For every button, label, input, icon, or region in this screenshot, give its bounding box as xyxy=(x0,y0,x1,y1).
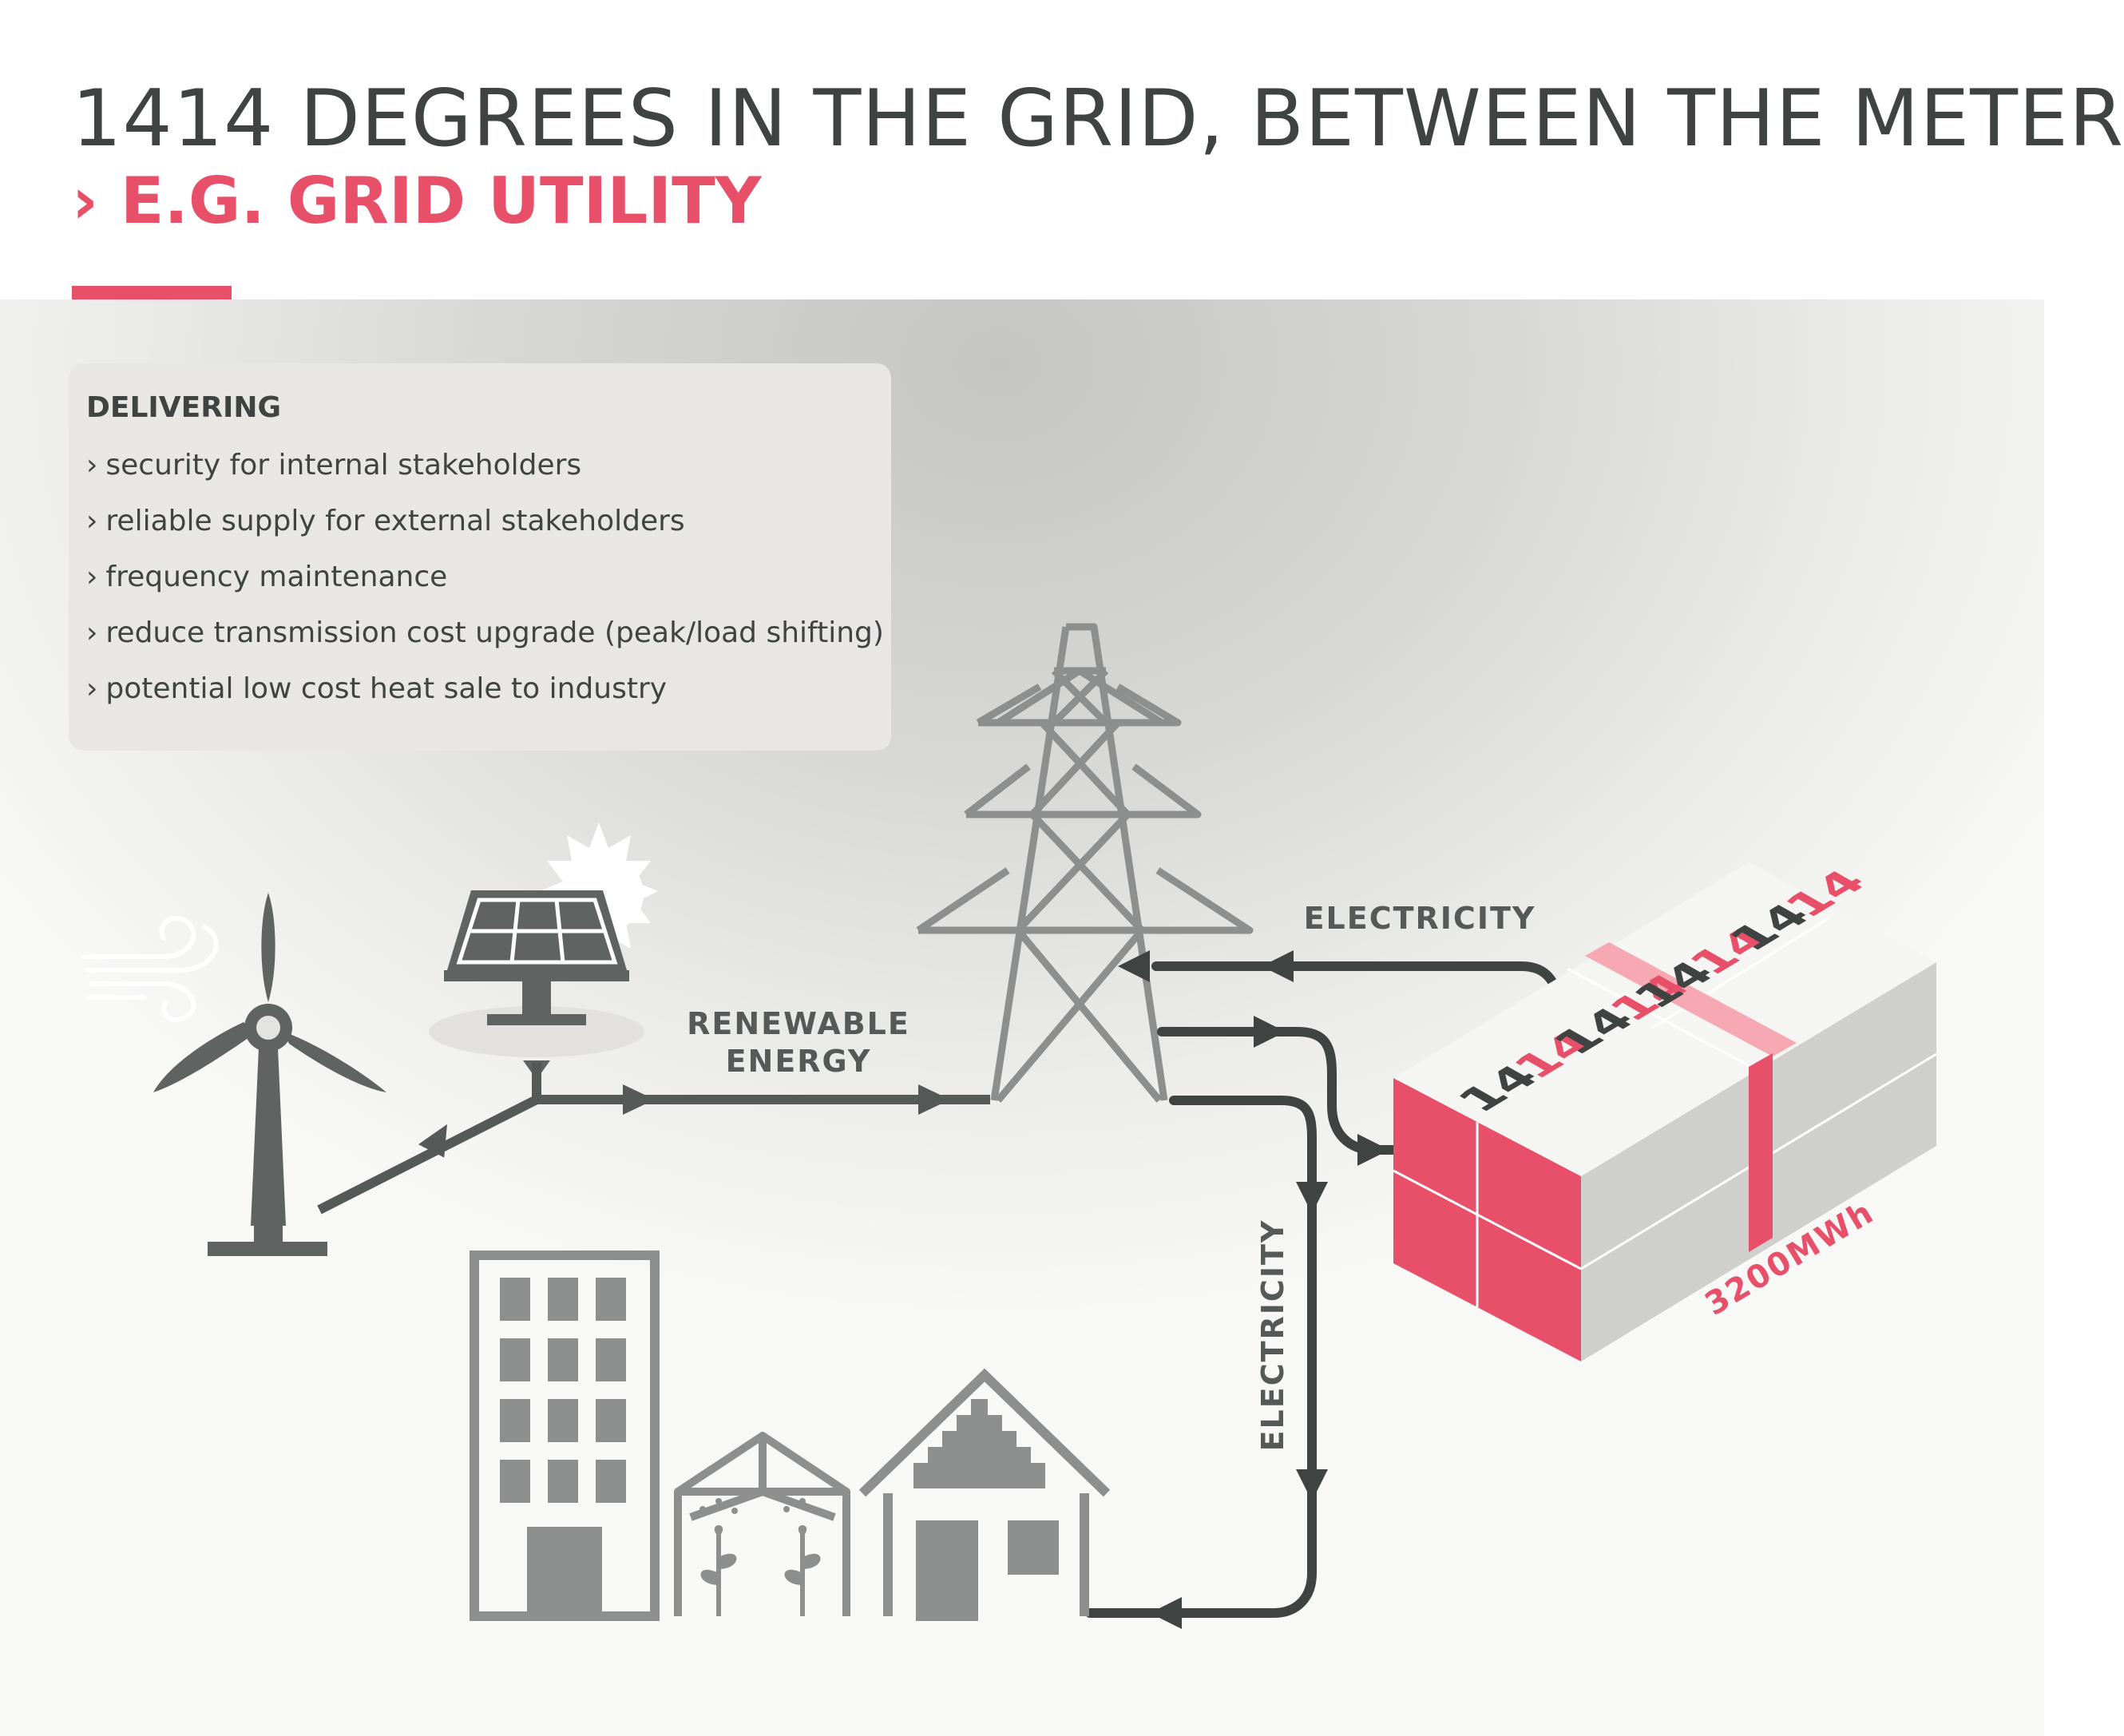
info-item-text: security for internal stakeholders xyxy=(105,449,582,482)
water-droplet xyxy=(699,1506,706,1512)
house-icon xyxy=(858,1368,1111,1621)
water-droplet xyxy=(715,1498,722,1504)
plant-leaves xyxy=(700,1525,737,1585)
page-subtitle: › E.G. GRID UTILITY xyxy=(72,164,762,238)
house-window xyxy=(1008,1520,1059,1575)
roof-vent-bar xyxy=(1014,1447,1031,1488)
chevron-icon: › xyxy=(86,505,98,537)
roof-vent-bar xyxy=(1000,1431,1016,1488)
flow-arrow xyxy=(1254,1016,1286,1048)
renewable-energy-flow xyxy=(317,1062,990,1215)
accent-bar xyxy=(72,286,232,300)
office-window xyxy=(548,1460,578,1503)
info-heading: DELIVERING xyxy=(86,391,282,424)
info-box xyxy=(69,363,891,751)
info-item: ›potential low cost heat sale to industr… xyxy=(86,667,884,723)
roof-vent-bar xyxy=(928,1447,945,1488)
flow-arrow xyxy=(418,1124,447,1158)
info-item-text: reliable supply for external stakeholder… xyxy=(105,505,685,537)
roof-vent-bar xyxy=(985,1415,1002,1488)
wind-turbine-icon xyxy=(81,893,386,1256)
office-window xyxy=(500,1460,530,1503)
office-door xyxy=(527,1527,602,1616)
water-droplet xyxy=(815,1508,822,1514)
flow-arrow xyxy=(1357,1134,1389,1166)
water-droplet xyxy=(799,1498,806,1504)
renewable-label-line2: ENERGY xyxy=(726,1044,872,1079)
transmission-tower-icon xyxy=(916,623,1254,1103)
flow-arrow xyxy=(1262,950,1294,982)
info-item: ›reduce transmission cost upgrade (peak/… xyxy=(86,611,884,667)
office-window xyxy=(548,1278,578,1321)
diagram-scene: RENEWABLE ENERGY ELECTRICITY ELECTRICITY xyxy=(81,623,1937,1629)
office-window xyxy=(596,1399,626,1442)
flow-arrow xyxy=(1296,1469,1328,1501)
flow-arrow xyxy=(1118,950,1150,982)
info-item: ›reliable supply for external stakeholde… xyxy=(86,499,884,555)
electricity-label-top: ELECTRICITY xyxy=(1304,901,1536,936)
flow-arrow xyxy=(1150,1597,1182,1629)
water-droplet xyxy=(783,1506,790,1512)
info-item-text: potential low cost heat sale to industry xyxy=(105,672,668,705)
office-window xyxy=(500,1278,530,1321)
office-building-icon xyxy=(470,1250,660,1621)
info-item: ›security for internal stakeholders xyxy=(86,443,884,499)
roof-vent-bar xyxy=(1028,1463,1045,1488)
roof-vent-bar xyxy=(913,1463,930,1488)
plant-leaves xyxy=(784,1525,821,1585)
roof-vent-bar xyxy=(971,1399,988,1488)
flow-arrow xyxy=(623,1084,655,1115)
flow-arrow xyxy=(918,1084,950,1115)
water-droplet xyxy=(731,1508,738,1514)
office-window xyxy=(596,1460,626,1503)
chevron-icon: › xyxy=(86,672,98,705)
office-window xyxy=(548,1399,578,1442)
office-window xyxy=(548,1338,578,1381)
roof-vent-bar xyxy=(957,1415,973,1488)
flow-arrow xyxy=(1296,1182,1328,1214)
chevron-icon: › xyxy=(86,449,98,482)
renewable-label-line1: RENEWABLE xyxy=(687,1006,910,1041)
info-list: ›security for internal stakeholders ›rel… xyxy=(86,443,884,723)
house-door xyxy=(916,1520,978,1621)
chevron-icon: › xyxy=(86,561,98,593)
office-window xyxy=(596,1278,626,1321)
info-item-text: reduce transmission cost upgrade (peak/l… xyxy=(105,616,884,649)
wind-gust-icon xyxy=(81,916,219,1022)
office-window xyxy=(596,1338,626,1381)
electricity-label-vertical: ELECTRICITY xyxy=(1255,1219,1290,1452)
info-item-text: frequency maintenance xyxy=(105,561,448,593)
greenhouse-icon xyxy=(674,1432,850,1616)
info-item: ›frequency maintenance xyxy=(86,555,884,611)
roof-vent-bar xyxy=(942,1431,959,1488)
chevron-icon: › xyxy=(86,616,98,649)
office-window xyxy=(500,1338,530,1381)
solar-panel-icon xyxy=(429,822,658,1080)
office-window xyxy=(500,1399,530,1442)
page-title: 1414 DEGREES IN THE GRID, BETWEEN THE ME… xyxy=(72,73,2124,164)
